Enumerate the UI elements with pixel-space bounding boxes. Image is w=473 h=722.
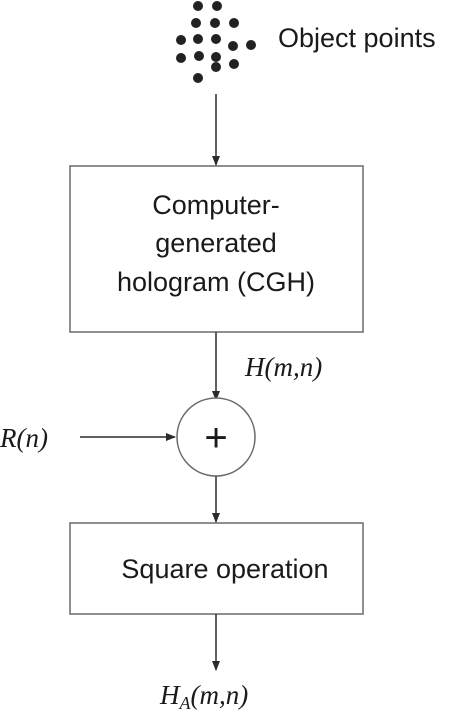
object-point: [191, 18, 201, 28]
object-point: [211, 52, 221, 62]
ha-args: (m,n): [191, 680, 249, 710]
object-points-label: Object points: [278, 23, 436, 53]
object-point: [193, 73, 203, 83]
object-point: [229, 18, 239, 28]
object-point: [210, 18, 220, 28]
ha-subscript: A: [179, 693, 192, 713]
object-point: [176, 35, 186, 45]
square-operation-label: Square operation: [121, 554, 328, 584]
h-signal-label: H(m,n): [244, 352, 322, 382]
object-point: [246, 40, 256, 50]
cgh-label-line1: Computer-: [152, 190, 280, 220]
object-point: [211, 62, 221, 72]
square-operation-box: [69, 522, 364, 615]
object-point: [229, 59, 239, 69]
cgh-label-line3: hologram (CGH): [117, 267, 315, 297]
ha-main: H: [159, 680, 181, 710]
object-point: [228, 41, 238, 51]
object-point: [193, 34, 203, 44]
object-points-cluster: [176, 1, 256, 83]
object-point: [212, 1, 222, 11]
ha-output-label: HA(m,n): [159, 680, 248, 713]
object-point: [193, 1, 203, 11]
r-signal-label: R(n): [0, 423, 48, 453]
object-point: [194, 51, 204, 61]
cgh-label-line2: generated: [155, 228, 277, 258]
object-point: [176, 53, 186, 63]
object-point: [211, 34, 221, 44]
adder-plus-symbol: +: [204, 416, 227, 460]
